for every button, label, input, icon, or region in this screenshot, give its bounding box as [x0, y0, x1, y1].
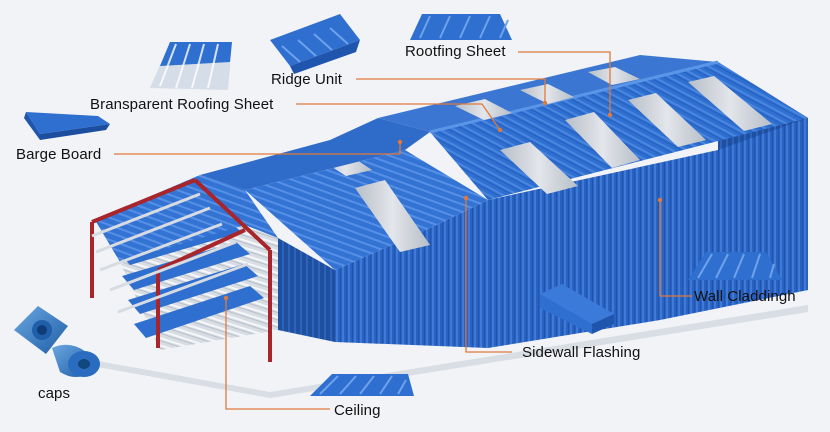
steel-purlins: [91, 192, 249, 314]
caps-icon: [14, 306, 100, 377]
middle-side-wall: [335, 200, 488, 348]
barge-board-icon: [24, 112, 110, 140]
leader-barge-board: [114, 142, 401, 155]
label-ridge-unit: Ridge Unit: [271, 71, 343, 88]
label-ceiling: Ceiling: [334, 402, 381, 419]
label-wall-claddingh: Wall Claddingh: [694, 288, 796, 305]
label-bransparent-roofing-sheet: Bransparent Roofing Sheet: [90, 96, 274, 113]
label-barge-board: Barge Board: [16, 146, 102, 163]
steel-frame: [90, 178, 272, 362]
ridge-unit-icon: [270, 14, 360, 74]
wall-cladding-icon: [688, 252, 782, 280]
frame-roof-strips: [118, 220, 264, 338]
skylight: [588, 67, 640, 85]
label-rooftfing-sheet: Rootfing Sheet: [405, 43, 506, 60]
skylight: [355, 180, 430, 252]
skylight: [628, 93, 706, 147]
building: [90, 55, 808, 398]
leader-ceiling: [225, 298, 330, 410]
skylight: [500, 142, 578, 194]
leader-ridge-unit: [356, 78, 546, 103]
rooftfing-sheet-icon: [410, 14, 512, 40]
skylight: [565, 112, 640, 168]
middle-gable-wall: [278, 238, 335, 342]
leader-dots: [223, 100, 663, 301]
transparent-sheet-icon: [150, 42, 232, 90]
leader-wall-cladding: [659, 200, 692, 297]
sidewall-flashing-icon: [540, 284, 614, 334]
middle-roof-near-slope: [245, 150, 488, 270]
label-caps: caps: [38, 385, 71, 402]
leader-rooftfing-sheet: [518, 51, 611, 115]
leader-transparent-sheet: [296, 103, 501, 131]
skylight: [520, 84, 574, 104]
leader-lines: [114, 51, 692, 410]
ceiling-sheet-icon: [310, 374, 414, 396]
skylight: [688, 76, 772, 131]
leader-sidewall-flashing: [465, 198, 512, 353]
label-sidewall-flashing: Sidewall Flashing: [522, 344, 641, 361]
